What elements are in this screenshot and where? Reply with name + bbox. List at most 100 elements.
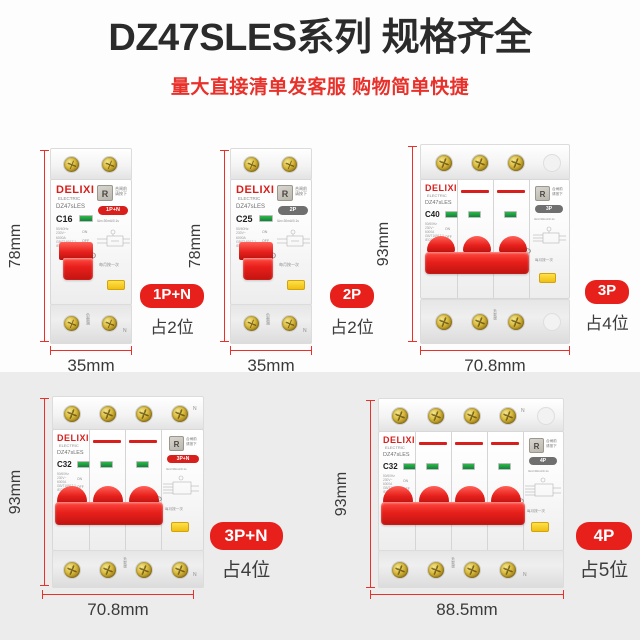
test-button-4[interactable] — [171, 522, 189, 532]
height-value-2: 78mm — [186, 223, 204, 269]
breaker-device-2p: DELIXI ELECTRIC DZ47sLES C25 50/60Hz 230… — [230, 148, 312, 344]
pole-stripe — [497, 190, 525, 193]
status-window — [504, 211, 517, 218]
reset-test-button-3[interactable]: R — [535, 186, 550, 201]
model-label: DZ47sLES — [236, 204, 266, 210]
terminal-screw — [63, 315, 80, 332]
blank-terminal-hole — [543, 154, 561, 172]
leakage-spec: IΔn=30mA/0.1s — [528, 469, 549, 473]
breaker-device-1p-n: DELIXI ELECTRIC DZ47sLES C16 50/60Hz 230… — [50, 148, 132, 344]
terminal-screw — [435, 313, 453, 331]
test-note: 每月按一次 — [99, 262, 119, 267]
brand-sub-label: ELECTRIC — [238, 196, 261, 201]
pole-tag-4: 3P+N — [167, 455, 199, 463]
terminal-screw — [281, 156, 298, 173]
status-window — [426, 463, 439, 470]
terminal-screw — [471, 154, 489, 172]
brand-logo: DELIXI — [56, 184, 95, 196]
neutral-marking: N — [123, 328, 127, 334]
on-label: ON — [403, 479, 409, 483]
model-label: DZ47sLES — [57, 450, 84, 456]
terminal-screw — [101, 315, 118, 332]
status-window — [136, 461, 149, 468]
product-row-top: 78mm DELIXI ELECTRIC DZ47sLES C16 50/60H… — [0, 132, 640, 375]
terminal-screw — [499, 561, 517, 579]
height-value-5: 93mm — [332, 471, 350, 517]
toggle-knuckle — [455, 486, 485, 504]
top-terminal-block-2 — [230, 148, 312, 180]
test-button-3[interactable] — [539, 273, 556, 283]
rating-label-5: C32 — [383, 462, 398, 471]
toggle-knuckle — [93, 486, 123, 504]
toggle-knuckle-1 — [59, 242, 93, 260]
product-row-bottom: 93mm N DELIXI ELECTRIC DZ47sLES — [0, 372, 640, 640]
off-label: OFF — [262, 239, 270, 243]
status-window — [79, 215, 93, 222]
page-title: DZ47SLES系列 规格齐全 — [108, 17, 532, 59]
reset-test-button-5[interactable]: R — [529, 438, 544, 453]
pole-badge-3: 3P — [584, 280, 630, 304]
height-value-4: 93mm — [6, 469, 24, 515]
toggle-switch-4[interactable] — [55, 502, 163, 525]
on-label: ON — [77, 477, 83, 481]
bottom-terminal-block-4: 负载端 N — [52, 550, 204, 588]
blank-terminal-hole — [543, 313, 561, 331]
breaker-device-3p: DELIXI ELECTRIC DZ47sLES C40 50/60Hz 230… — [420, 144, 570, 344]
terminal-screw — [507, 154, 525, 172]
status-window — [259, 215, 273, 222]
pole-stripe — [455, 442, 483, 445]
test-button-5[interactable] — [531, 522, 549, 532]
toggle-knuckle — [419, 486, 449, 504]
bottom-terminal-block-3: 负载端 — [420, 299, 570, 344]
terminal-screw — [243, 315, 260, 332]
toggle-switch-5[interactable] — [381, 502, 525, 525]
brand-logo: DELIXI — [383, 435, 416, 445]
leakage-spec: IΔn=30mA/0.1s — [97, 219, 119, 223]
terminal-screw — [463, 561, 481, 579]
reset-note: 合闸前 请按下 — [115, 186, 127, 197]
leakage-spec: IΔn=30mA/0.1s — [166, 467, 187, 471]
brand-sub-label: ELECTRIC — [58, 196, 81, 201]
slot-count-4: 占4位 — [221, 560, 271, 582]
height-value-1: 78mm — [6, 223, 24, 269]
toggle-switch-3[interactable] — [425, 252, 529, 274]
terminal-screw — [63, 156, 80, 173]
reset-test-button-4[interactable]: R — [169, 436, 184, 451]
wiring-diagram-icon — [163, 475, 199, 495]
toggle-knuckle — [427, 236, 455, 253]
terminal-screw — [243, 156, 260, 173]
test-button-1[interactable] — [107, 280, 125, 290]
test-note: 每月按一次 — [279, 262, 299, 267]
status-window — [77, 461, 90, 468]
bottom-terminal-block-5: 负载端 N — [378, 550, 564, 588]
bottom-terminal-block-1: 负载端 N — [50, 304, 132, 344]
slot-count-2: 占2位 — [330, 317, 374, 337]
toggle-knuckle — [383, 486, 413, 504]
load-side-label: 负载端 — [86, 313, 91, 325]
badge-group-1: 1P+N 占2位 — [140, 284, 204, 338]
toggle-knuckle-2 — [239, 242, 273, 260]
reset-test-button-2[interactable]: R — [277, 185, 293, 201]
pole-badge-4: 3P+N — [209, 522, 283, 551]
breaker-body-5: DELIXI ELECTRIC DZ47sLES C32 50/60Hz 230… — [378, 431, 564, 551]
wiring-diagram-icon — [277, 229, 310, 247]
toggle-switch-1[interactable] — [63, 258, 93, 280]
slot-count-3: 占4位 — [585, 313, 629, 333]
brand-logo: DELIXI — [57, 433, 90, 443]
header: DZ47SLES系列 规格齐全 量大直接清单发客服 购物简单快捷 — [0, 0, 640, 99]
test-button-2[interactable] — [287, 280, 305, 290]
pole-tag-5: 4P — [529, 457, 557, 465]
terminal-screw — [427, 407, 445, 425]
badge-group-3: 3P 占4位 — [576, 280, 638, 334]
badge-group-4: 3P+N 占4位 — [208, 522, 284, 582]
top-terminal-block-5: N — [378, 398, 564, 432]
pole-stripe — [461, 190, 489, 193]
top-terminal-block-1 — [50, 148, 132, 180]
toggle-switch-2[interactable] — [243, 258, 273, 280]
on-label: ON — [82, 230, 88, 234]
blank-terminal-hole — [537, 407, 555, 425]
pole-stripe — [419, 442, 447, 445]
width-value-1: 35mm — [67, 356, 115, 375]
reset-test-button-1[interactable]: R — [97, 185, 113, 201]
status-window — [100, 461, 113, 468]
